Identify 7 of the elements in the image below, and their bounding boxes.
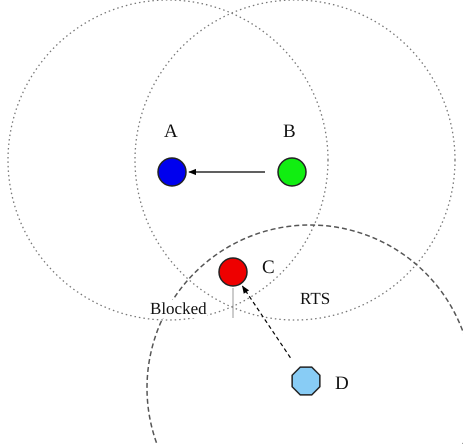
arrow xyxy=(242,285,291,358)
station-label: D xyxy=(335,374,349,394)
region-label: Blocked xyxy=(150,300,207,318)
station-label: B xyxy=(283,122,296,142)
arrow xyxy=(188,168,265,176)
station-label: C xyxy=(262,258,275,278)
station-label: A xyxy=(164,122,178,142)
